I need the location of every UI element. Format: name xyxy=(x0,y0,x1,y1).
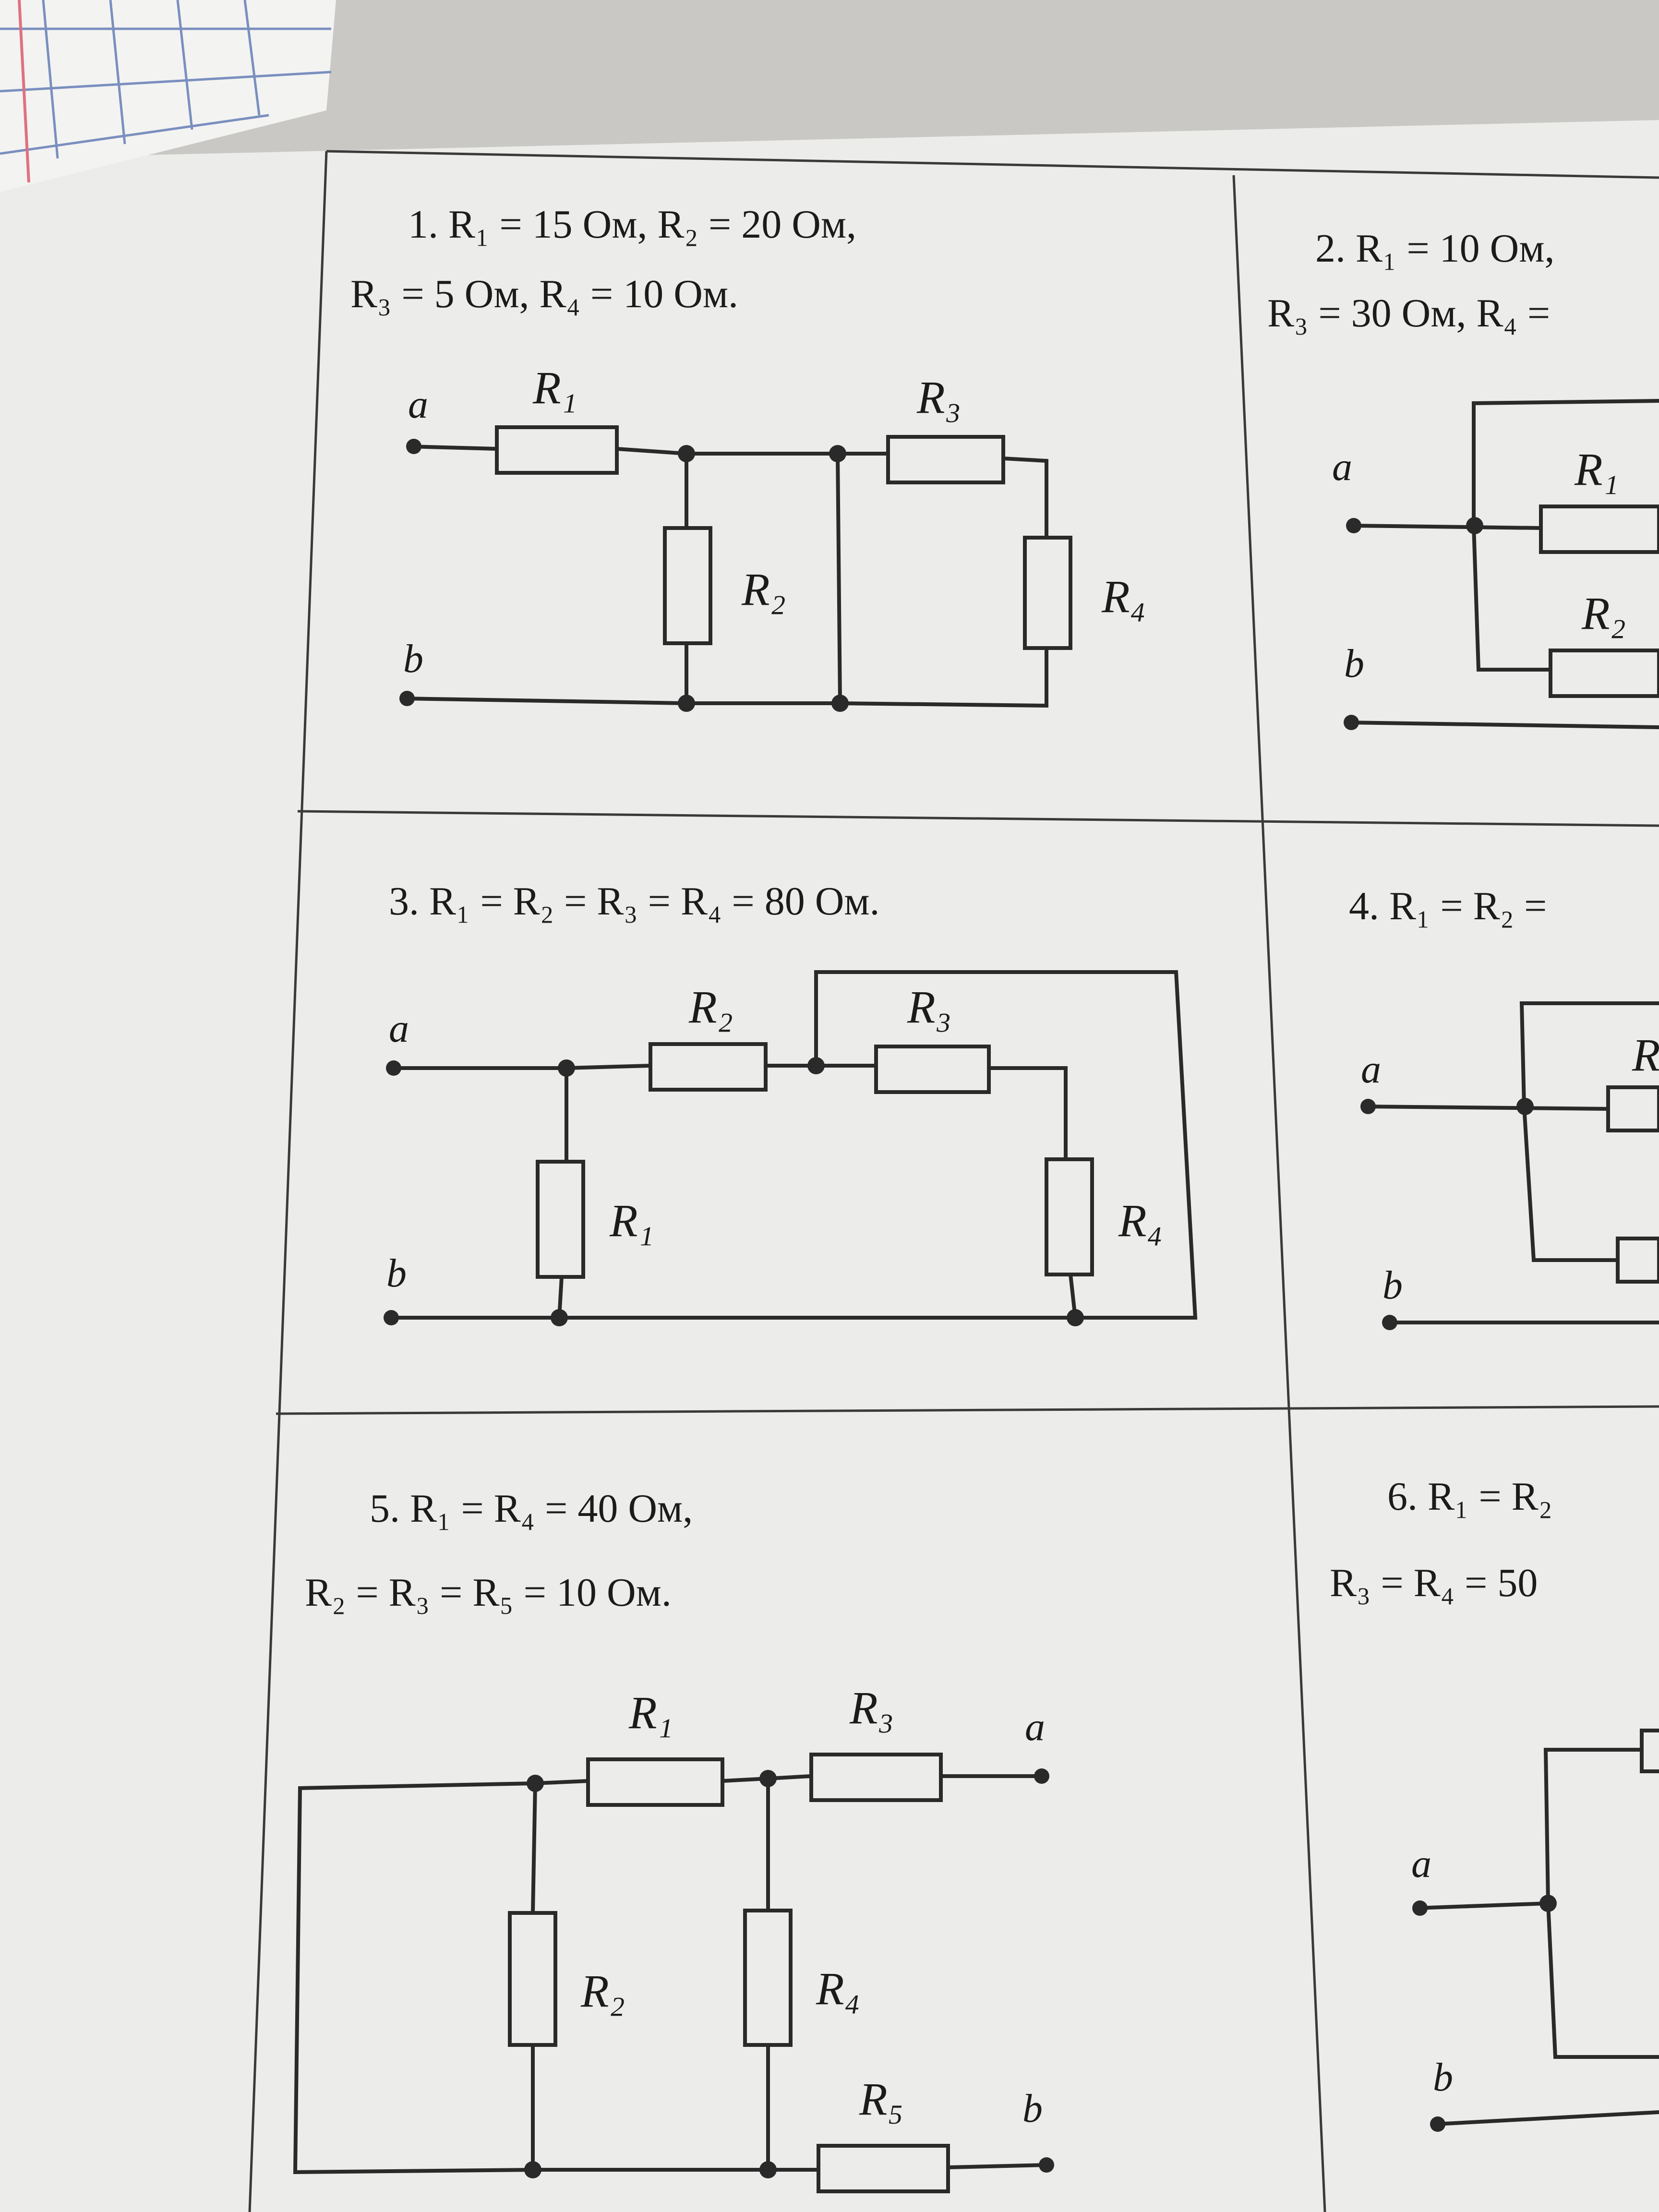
resistor-r2-c2 xyxy=(1549,649,1659,698)
terminal-a-c3 xyxy=(386,1060,401,1076)
label-r3: R₃ xyxy=(907,981,951,1033)
circuit-4: a b R xyxy=(1360,1001,1659,1330)
resistor-r5-c5 xyxy=(817,2144,950,2193)
problem-5: 5. R₁ = R₄ = 40 Ом, R₂ = R₃ = R₅ = 10 Ом… xyxy=(293,1486,1054,2193)
problem-3-line-1: 3. R₁ = R₂ = R₃ = R₄ = 80 Ом. xyxy=(389,879,880,924)
circuit-1: a b R₁ R₃ R₂ R₄ xyxy=(399,362,1146,712)
label-r5: R₅ xyxy=(859,2073,903,2125)
node xyxy=(524,2161,541,2178)
resistor-r3-c1 xyxy=(886,435,1005,484)
problem-2-line-2: R₃ = 30 Ом, R₄ = xyxy=(1267,291,1550,336)
terminal-b-label: b xyxy=(1382,1263,1403,1308)
label-r-partial: R xyxy=(1632,1029,1659,1081)
terminal-b-label: b xyxy=(1433,2055,1453,2100)
resistor-r3-c3 xyxy=(874,1045,991,1094)
terminal-b-c5 xyxy=(1039,2157,1054,2173)
resistor-r2-c5 xyxy=(508,1911,557,2047)
terminal-a-c1 xyxy=(406,439,421,454)
problem-1: 1. R₁ = 15 Ом, R₂ = 20 Ом, R₃ = 5 Ом, R₄… xyxy=(350,202,1146,712)
resistor-r1-c4 xyxy=(1606,1085,1659,1132)
node xyxy=(759,1770,777,1787)
node xyxy=(1516,1098,1534,1115)
label-r1: R₁ xyxy=(532,362,577,413)
problem-1-line-1: 1. R₁ = 15 Ом, R₂ = 20 Ом, xyxy=(408,202,856,247)
problem-5-line-1: 5. R₁ = R₄ = 40 Ом, xyxy=(370,1486,693,1531)
problem-2-line-1: 2. R₁ = 10 Ом, xyxy=(1315,226,1555,271)
label-r1: R₁ xyxy=(609,1195,654,1246)
node xyxy=(1067,1309,1084,1326)
node xyxy=(1466,517,1483,534)
terminal-b-c1 xyxy=(399,691,415,706)
terminal-b-label: b xyxy=(1022,2086,1043,2131)
terminal-a-label: a xyxy=(1411,1841,1431,1886)
problem-6-line-2: R₃ = R₄ = 50 xyxy=(1330,1561,1538,1605)
label-r1: R₁ xyxy=(628,1687,673,1738)
terminal-b-c2 xyxy=(1344,715,1359,730)
label-r4: R₄ xyxy=(1118,1195,1163,1246)
problem-3: 3. R₁ = R₂ = R₃ = R₄ = 80 Ом. a b R₂ R₃ xyxy=(384,879,1198,1326)
terminal-a-c5 xyxy=(1034,1768,1049,1784)
resistor-r4-c1 xyxy=(1023,536,1072,650)
terminal-a-c6 xyxy=(1412,1900,1428,1916)
node xyxy=(807,1057,825,1074)
terminal-b-c6 xyxy=(1430,2116,1445,2132)
terminal-a-label: a xyxy=(408,382,428,427)
circuit-5: a b R₁ R₃ R₂ R₄ R₅ xyxy=(293,1682,1054,2193)
node xyxy=(678,445,695,462)
resistor-r2-c4 xyxy=(1616,1237,1659,1284)
terminal-b-label: b xyxy=(386,1251,407,1296)
resistor-r4-c3 xyxy=(1045,1157,1094,1276)
problem-6-line-1: 6. R₁ = R₂ xyxy=(1387,1474,1552,1519)
resistor-r2-c3 xyxy=(649,1042,768,1092)
resistor-r4-c5 xyxy=(743,1909,793,2047)
resistor-r1-c2 xyxy=(1539,505,1659,554)
problem-2: 2. R₁ = 10 Ом, R₃ = 30 Ом, R₄ = a b R₁ R… xyxy=(1267,226,1659,730)
terminal-b-c4 xyxy=(1382,1315,1397,1330)
terminal-b-label: b xyxy=(403,637,423,681)
node xyxy=(551,1309,568,1326)
resistor-r1-c3 xyxy=(536,1160,585,1279)
node xyxy=(527,1775,544,1792)
worksheet-grid xyxy=(248,150,1659,2212)
node xyxy=(759,2161,777,2178)
node xyxy=(829,445,846,462)
label-r4: R₄ xyxy=(816,1963,860,2014)
label-r2: R₂ xyxy=(580,1965,625,2017)
terminal-b-label: b xyxy=(1344,641,1364,686)
node xyxy=(1539,1895,1557,1912)
label-r4: R₄ xyxy=(1101,571,1146,622)
resistor-r1-c5 xyxy=(586,1757,724,1807)
circuit-2: a b R₁ R₂ xyxy=(1332,398,1659,730)
label-r1: R₁ xyxy=(1574,444,1619,495)
problem-6: 6. R₁ = R₂ R₃ = R₄ = 50 a b xyxy=(1330,1474,1659,2132)
terminal-a-label: a xyxy=(1361,1047,1381,1092)
problem-4: 4. R₁ = R₂ = a b R xyxy=(1349,884,1659,1330)
resistor-r3-c5 xyxy=(809,1753,943,1802)
node xyxy=(558,1059,575,1077)
resistor-r2-c1 xyxy=(663,526,712,645)
resistor-r1-c1 xyxy=(495,425,619,475)
label-r3: R₃ xyxy=(849,1682,894,1733)
terminal-a-label: a xyxy=(1025,1705,1045,1749)
node xyxy=(831,695,849,712)
label-r2: R₂ xyxy=(688,981,733,1033)
circuit-6: a b xyxy=(1411,1729,1659,2132)
label-r2: R₂ xyxy=(741,564,786,615)
node xyxy=(678,695,695,712)
notebook-page xyxy=(0,0,336,192)
resistor-c6 xyxy=(1640,1729,1659,1773)
terminal-b-c3 xyxy=(384,1310,399,1325)
label-r3: R₃ xyxy=(916,372,961,423)
circuit-3: a b R₂ R₃ R₁ R₄ xyxy=(384,970,1198,1326)
problem-4-line-1: 4. R₁ = R₂ = xyxy=(1349,884,1547,928)
paper-sheet xyxy=(0,120,1659,2212)
label-r2: R₂ xyxy=(1581,588,1626,639)
problem-1-line-2: R₃ = 5 Ом, R₄ = 10 Ом. xyxy=(350,272,738,316)
terminal-a-c4 xyxy=(1360,1099,1376,1114)
terminal-a-label: a xyxy=(1332,445,1352,489)
terminal-a-c2 xyxy=(1346,518,1361,533)
terminal-a-label: a xyxy=(389,1006,409,1051)
problem-5-line-2: R₂ = R₃ = R₅ = 10 Ом. xyxy=(305,1570,672,1615)
